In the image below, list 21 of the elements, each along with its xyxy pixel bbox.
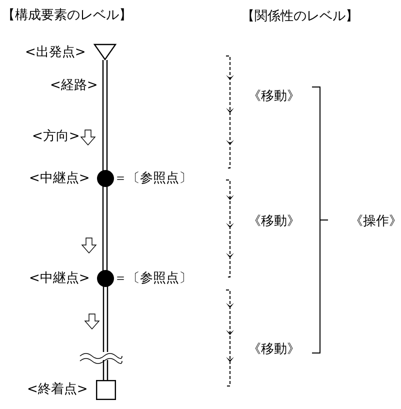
part-label: <経路> [50,78,98,94]
move-label: 《移動》 [248,214,300,230]
move-label: 《移動》 [248,342,300,358]
point-label: ＝〔参照点〕 [114,171,192,187]
part-label: <方向> [32,129,80,145]
relay-point-dot [96,270,114,286]
heading: 【構成要素のレベル】 [2,8,132,24]
route-line [102,184,108,272]
route-line [102,284,108,382]
move-label: 《移動》 [248,89,300,105]
heading: 【関係性のレベル】 [242,9,358,25]
operation-label: 《操作》 [350,214,401,230]
route-line [102,59,108,172]
point-label: <中継点> [29,271,90,287]
point-label: <中継点> [29,171,90,187]
end-square [96,380,116,400]
point-label: <出発点> [25,45,86,61]
relay-point-dot [96,170,114,186]
point-label: <終着点> [27,382,88,398]
point-label: ＝〔参照点〕 [114,271,192,287]
start-triangle [94,44,116,60]
